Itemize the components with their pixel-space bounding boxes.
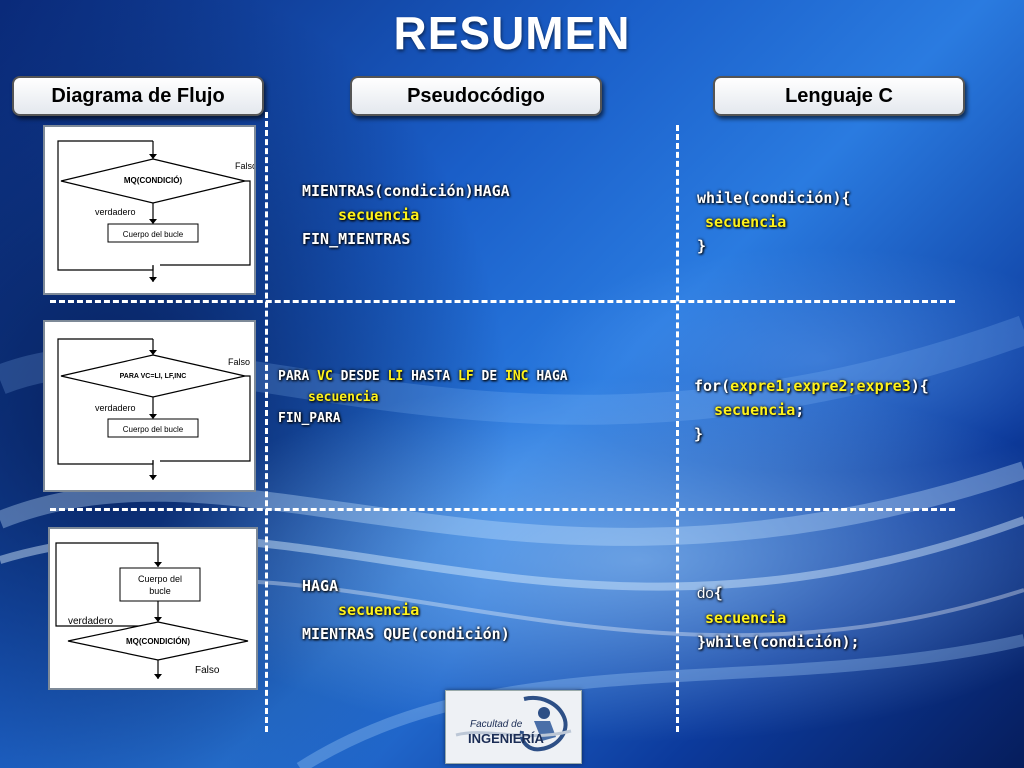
separator-vertical-right <box>676 125 679 732</box>
c-do-open-brace: { <box>713 584 723 602</box>
do-body-label-1: Cuerpo del <box>138 574 182 584</box>
c-while: while(condición){ secuencia } <box>697 186 851 258</box>
while-condition-label: MQ(CONDICIÓ) <box>124 176 183 185</box>
separator-horizontal-2 <box>50 508 955 511</box>
pseudo-for-vc: VC <box>317 369 333 384</box>
pseudo-for-lf: LF <box>458 369 474 384</box>
pseudo-do-condition: condición <box>419 625 501 643</box>
do-true-label: verdadero <box>68 616 113 627</box>
for-false-label: Falso <box>228 357 250 367</box>
pseudo-while-condition: condición <box>383 182 465 200</box>
pseudo-do-while: HAGA secuencia MIENTRAS QUE(condición) <box>302 574 510 646</box>
separator-vertical-left <box>265 112 268 732</box>
c-for-expressions: expre1;expre2;expre3 <box>730 377 911 395</box>
pseudo-do-mientras-que: MIENTRAS QUE( <box>302 625 420 643</box>
c-do-keyword: do <box>697 585 714 602</box>
c-while-open-brace: ){ <box>832 189 851 207</box>
c-for-close-brace: } <box>694 425 704 443</box>
slide-title: RESUMEN <box>393 7 631 59</box>
pseudo-for-li: LI <box>387 369 404 384</box>
do-body-label-2: bucle <box>149 586 171 596</box>
pseudo-for-para: PARA <box>278 369 310 384</box>
header-flow-diagram: Diagrama de Flujo <box>12 76 264 116</box>
pseudo-do-sequence: secuencia <box>338 601 420 619</box>
pseudo-while-keyword: MIENTRAS( <box>302 182 384 200</box>
logo-text-line2: INGENIERÍA <box>468 731 544 746</box>
while-false-label: Falso <box>235 161 254 171</box>
pseudo-for-sequence: secuencia <box>308 390 379 405</box>
header-c-language: Lenguaje C <box>713 76 965 116</box>
do-false-label: Falso <box>195 665 220 676</box>
c-for-semicolon: ; <box>795 401 805 419</box>
c-for-open-brace: ){ <box>910 377 929 395</box>
for-condition-label: PARA VC=LI, LF,INC <box>120 373 187 380</box>
while-body-label: Cuerpo del bucle <box>123 230 184 239</box>
logo-text-line1: Facultad de <box>470 719 523 730</box>
c-while-close-brace: } <box>697 237 707 255</box>
c-for-keyword: for( <box>694 377 731 395</box>
c-for-sequence: secuencia <box>714 401 796 419</box>
pseudo-for-desde: DESDE <box>340 369 380 384</box>
pseudo-for-end: FIN_PARA <box>278 411 341 426</box>
pseudo-while-end: FIN_MIENTRAS <box>302 230 411 248</box>
c-while-condition: condición <box>751 189 833 207</box>
flowchart-for: PARA VC=LI, LF,INC Falso verdadero Cuerp… <box>43 320 256 492</box>
pseudo-do-close-paren: ) <box>500 625 510 643</box>
flowchart-do-while: Cuerpo del bucle verdadero MQ(CONDICIÓN)… <box>48 527 258 690</box>
pseudo-for-inc: INC <box>505 369 529 384</box>
separator-horizontal-1 <box>50 300 955 303</box>
for-true-label: verdadero <box>95 403 136 413</box>
c-do-condition: condición <box>760 633 842 651</box>
pseudo-for-de: DE <box>481 369 498 384</box>
c-do-sequence: secuencia <box>705 609 787 627</box>
pseudo-while: MIENTRAS(condición)HAGA secuencia FIN_MI… <box>302 179 510 251</box>
c-while-keyword: while( <box>697 189 752 207</box>
pseudo-for-haga: HAGA <box>536 369 568 384</box>
pseudo-for-hasta: HASTA <box>411 369 451 384</box>
pseudo-while-haga: )HAGA <box>464 182 510 200</box>
header-pseudocode: Pseudocódigo <box>350 76 602 116</box>
c-do-end: ); <box>841 633 860 651</box>
c-for: for(expre1;expre2;expre3){ secuencia; } <box>694 374 929 446</box>
for-body-label: Cuerpo del bucle <box>123 425 184 434</box>
faculty-logo: Facultad de INGENIERÍA <box>445 690 582 764</box>
pseudo-do-haga: HAGA <box>302 577 339 595</box>
while-true-label: verdadero <box>95 207 136 217</box>
c-do-while: do{ secuencia }while(condición); <box>697 581 860 654</box>
do-condition-label: MQ(CONDICIÓN) <box>126 637 190 646</box>
flowchart-while: MQ(CONDICIÓ) Falso verdadero Cuerpo del … <box>43 125 256 295</box>
pseudo-for: PARA VC DESDE LI HASTA LF DE INC HAGA se… <box>278 366 568 429</box>
c-do-while-keyword: }while( <box>697 633 761 651</box>
c-while-sequence: secuencia <box>705 213 787 231</box>
pseudo-while-sequence: secuencia <box>338 206 420 224</box>
